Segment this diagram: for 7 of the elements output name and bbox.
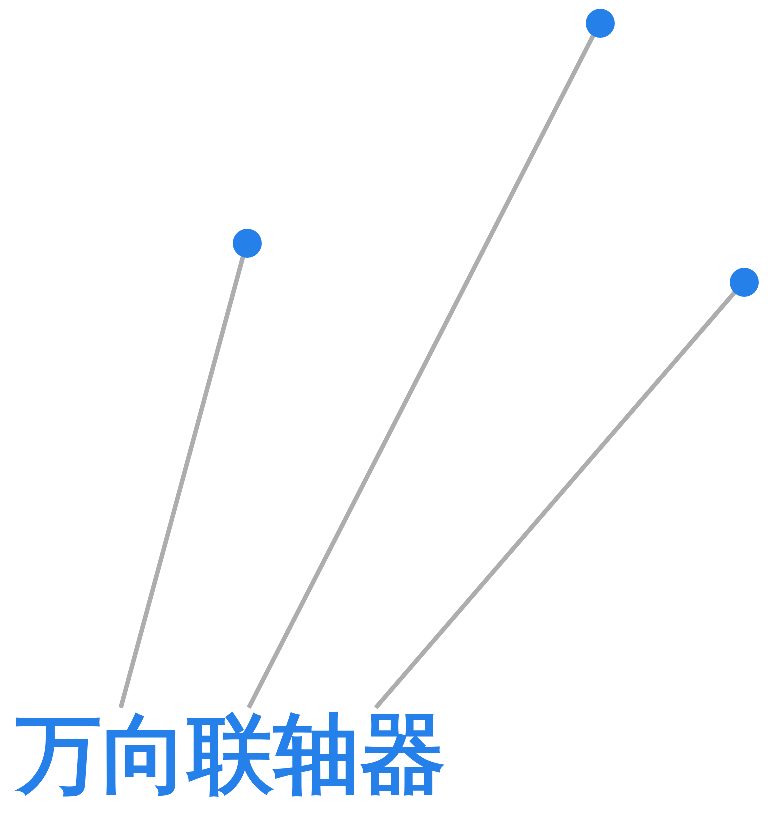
callout-label: 万向联轴器 [16,712,446,798]
leader-line [118,256,246,709]
leader-line [374,292,736,710]
leader-line [247,34,596,710]
anchor-dot [586,8,614,38]
anchor-dot [730,268,758,296]
anchor-dot [232,228,262,258]
